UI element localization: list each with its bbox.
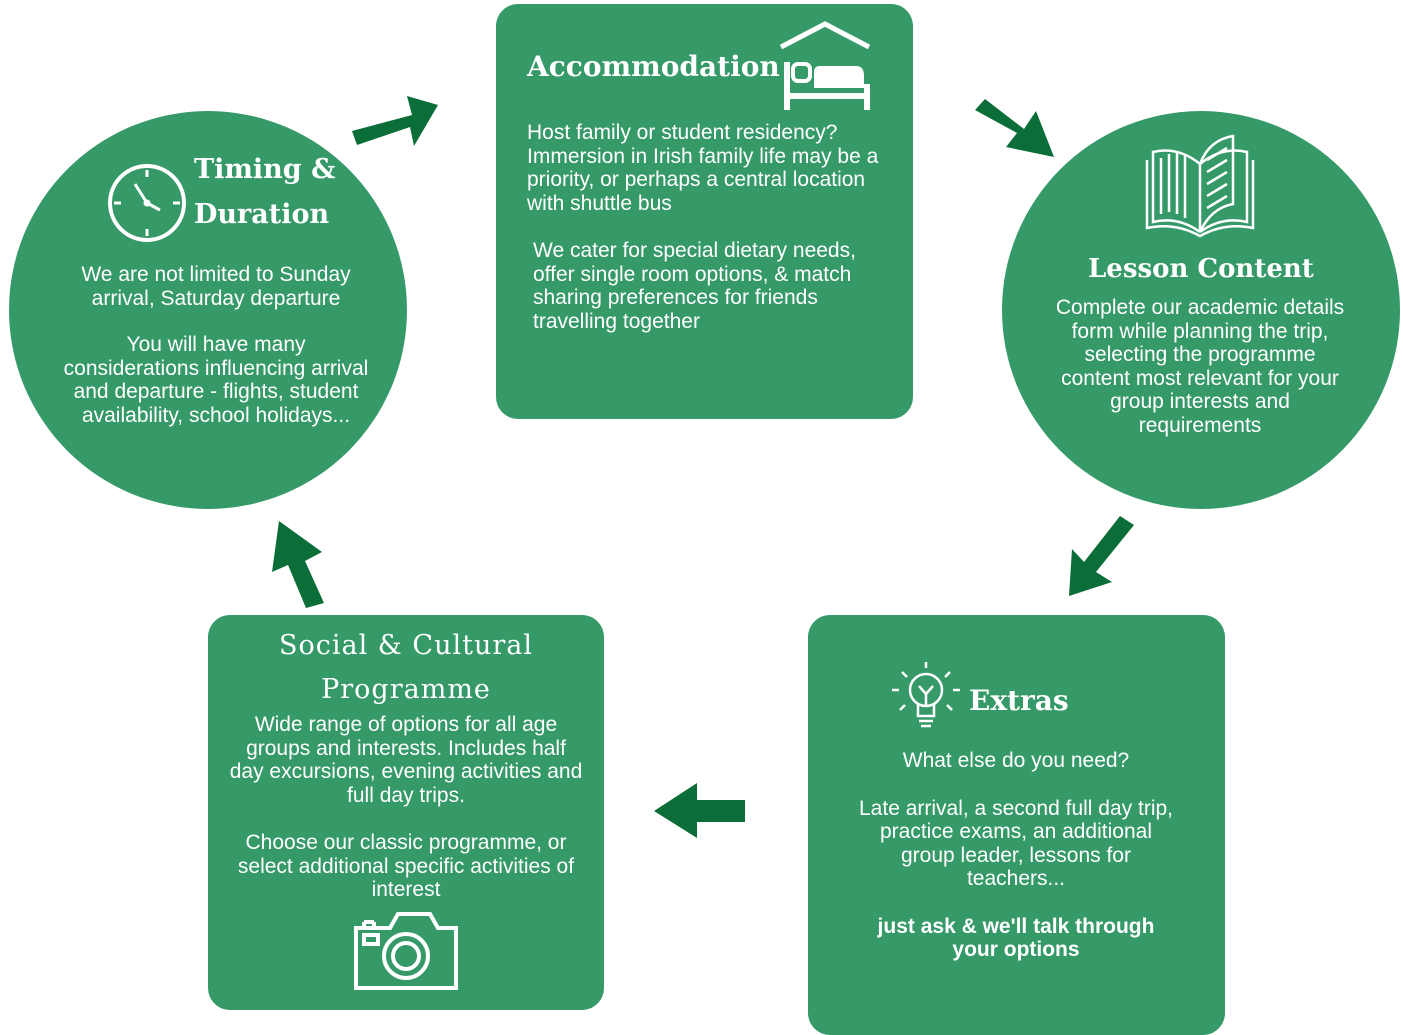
timing-body: We are not limited to Sunday arrival, Sa… <box>58 263 374 427</box>
timing-text-1: We are not limited to Sunday arrival, Sa… <box>81 263 351 310</box>
lightbulb-icon <box>892 662 960 728</box>
social-text-2: Choose our classic programme, or select … <box>237 831 575 901</box>
clock-icon <box>108 164 186 242</box>
social-body: Wide range of options for all age groups… <box>228 713 584 902</box>
extras-body: What else do you need? Late arrival, a s… <box>856 749 1176 962</box>
social-title-line2: Programme <box>321 674 491 705</box>
accommodation-title: Accommodation <box>527 50 780 83</box>
lesson-text-1: Complete our academic details form while… <box>1055 296 1345 437</box>
timing-text-2: You will have many considerations influe… <box>63 333 369 427</box>
camera-icon <box>354 912 458 990</box>
accommodation-body: Host family or student residency? Immers… <box>527 121 887 333</box>
timing-title-line2: Duration <box>194 199 330 230</box>
timing-duration-circle <box>9 111 407 509</box>
open-book-icon <box>1145 134 1255 238</box>
accommodation-text-1: Host family or student residency? Immers… <box>527 121 879 215</box>
extras-text-2: Late arrival, a second full day trip, pr… <box>859 796 1173 891</box>
social-title-line1: Social & Cultural <box>278 630 533 661</box>
bed-house-icon <box>779 21 871 110</box>
extras-text-1: What else do you need? <box>902 749 1130 772</box>
extras-title: Extras <box>969 684 1069 717</box>
extras-text-3: just ask & we'll talk through your optio… <box>877 914 1155 962</box>
accommodation-text-2: We cater for special dietary needs, offe… <box>533 239 856 333</box>
social-text-1: Wide range of options for all age groups… <box>229 713 583 807</box>
timing-title-line1: Timing & <box>194 154 336 185</box>
lesson-title: Lesson Content <box>1088 254 1314 284</box>
extras-box <box>808 615 1225 1035</box>
lesson-body: Complete our academic details form while… <box>1051 296 1349 437</box>
